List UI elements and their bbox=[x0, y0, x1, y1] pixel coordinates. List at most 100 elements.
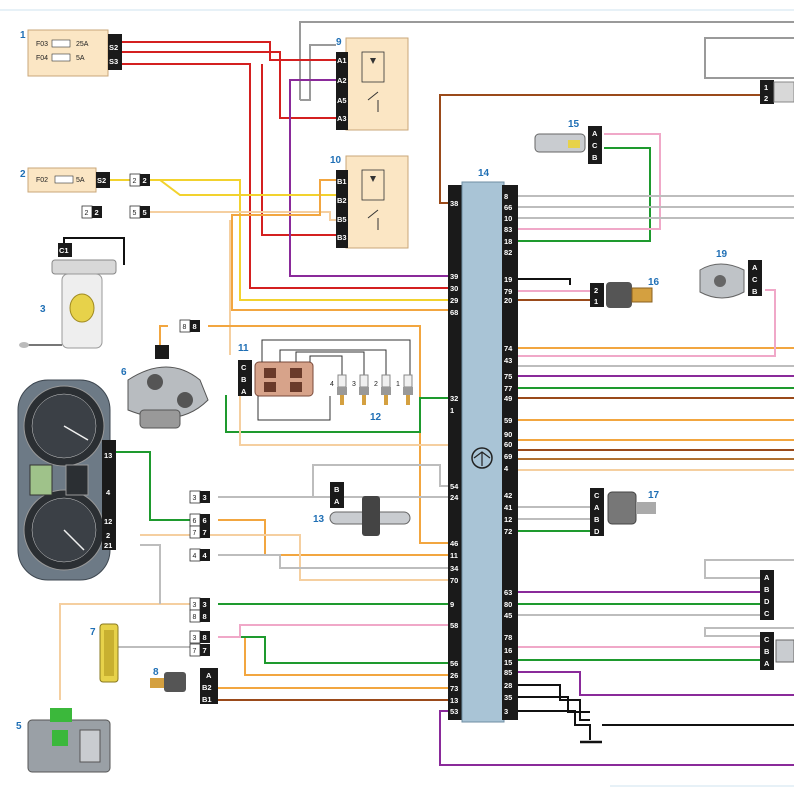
cluster-connector bbox=[102, 440, 116, 550]
component-number-10: 10 bbox=[330, 155, 342, 166]
sensor-16-body bbox=[606, 282, 632, 308]
idle-valve-body bbox=[607, 491, 637, 525]
wire-gray-34 bbox=[218, 554, 448, 569]
component-number-16: 16 bbox=[648, 277, 660, 288]
ecu bbox=[448, 181, 518, 723]
ecu-right-pin: 43 bbox=[504, 356, 512, 365]
inline-connector-right bbox=[140, 174, 150, 186]
ecu-left-pin: 46 bbox=[450, 539, 458, 548]
relay-9-pin-a1: A1 bbox=[337, 56, 347, 65]
fuel-pump-connector bbox=[58, 243, 72, 257]
ecu-right-pin: 45 bbox=[504, 611, 512, 620]
spark-plug-insulator bbox=[359, 374, 369, 388]
ecu-right-pin: 83 bbox=[504, 225, 512, 234]
wires bbox=[59, 21, 794, 766]
inline-connector-label-a: 2 bbox=[133, 178, 137, 185]
ecu-right-pin: 80 bbox=[504, 600, 512, 609]
inline-connector-label-b: 4 bbox=[203, 551, 208, 560]
wire-red-2 bbox=[122, 51, 336, 119]
wire-black-19 bbox=[502, 278, 571, 285]
spark-plug-hex bbox=[403, 387, 413, 395]
spark-plug-hex bbox=[381, 387, 391, 395]
inline-connector-label-a: 3 bbox=[193, 635, 197, 642]
wire-purple-bottom bbox=[439, 710, 794, 766]
idle-valve-connector bbox=[590, 488, 604, 536]
relay-9: A1 A2 A5 A3 bbox=[336, 37, 409, 131]
relay-9-coil bbox=[361, 51, 385, 83]
wire-orange-26 bbox=[218, 636, 448, 676]
fuse-box-1-pin-s3: S3 bbox=[109, 57, 118, 66]
relay-10-switch-icon bbox=[367, 209, 379, 230]
component-number-19: 19 bbox=[716, 249, 728, 260]
wire-gray-relay bbox=[300, 44, 336, 101]
ecu-right-pin: 42 bbox=[504, 491, 512, 500]
coil-pin-c: C bbox=[241, 363, 247, 372]
ecu-left-pin: 56 bbox=[450, 659, 458, 668]
inline-connector-label-a: 2 bbox=[85, 210, 89, 217]
component-number-13: 13 bbox=[313, 514, 325, 525]
sensor-15: A C B bbox=[534, 126, 602, 164]
ecu-right-pin: 10 bbox=[504, 214, 512, 223]
wire-orange-5 bbox=[159, 325, 168, 345]
inline-connector-label-b: 8 bbox=[203, 633, 207, 642]
right-connector-mid bbox=[760, 570, 774, 620]
ecu-right-pin: 18 bbox=[504, 237, 512, 246]
ecu-right-pin: 60 bbox=[504, 440, 512, 449]
coil-pin-b: B bbox=[241, 375, 247, 384]
ecu-left-pin: 53 bbox=[450, 707, 458, 716]
ecu-left-pin: 26 bbox=[450, 671, 458, 680]
ecu-left-pin: 58 bbox=[450, 621, 458, 630]
sensor-16-pin-1: 1 bbox=[594, 297, 598, 306]
cluster-pin-4: 4 bbox=[106, 488, 111, 497]
component-number-9: 9 bbox=[336, 37, 342, 48]
sensor-8-pin-a: A bbox=[206, 671, 212, 680]
wire-black-28 bbox=[502, 684, 590, 721]
sensor-19-pin-c: C bbox=[752, 275, 758, 284]
fuse-box-1-connector bbox=[108, 34, 122, 70]
spark-plug-thread bbox=[406, 395, 410, 405]
ecu-right-pin: 72 bbox=[504, 527, 512, 536]
cluster-pin-2: 2 bbox=[106, 531, 110, 540]
wire-gray-54 bbox=[312, 464, 448, 497]
ecu-right-connector bbox=[502, 185, 518, 720]
wire-beige-ecu-block bbox=[59, 603, 190, 700]
module-5-panel bbox=[79, 729, 101, 763]
ecu-left-pin: 70 bbox=[450, 576, 458, 585]
wire-orange-11 bbox=[218, 519, 448, 556]
inline-connector-label-b: 5 bbox=[143, 208, 147, 217]
throttle-connector bbox=[155, 345, 169, 359]
right-connector-mid-pin-d: D bbox=[764, 597, 770, 606]
spark-plug-insulator bbox=[381, 374, 391, 388]
fuse-f04-icon bbox=[51, 53, 71, 62]
sensor-7-inner bbox=[104, 630, 114, 676]
sensor-15-pin-c: C bbox=[592, 141, 598, 150]
sensor-15-connector bbox=[588, 126, 602, 164]
relay-10-connector bbox=[336, 170, 348, 248]
fuse-box-1-pin-s2: S2 bbox=[109, 43, 118, 52]
relay-10-body bbox=[345, 155, 409, 249]
right-device-top bbox=[773, 81, 794, 103]
relay-9-pin-a5: A5 bbox=[337, 96, 347, 105]
ht-lead-3 bbox=[295, 351, 365, 375]
spark-plug-thread bbox=[362, 395, 366, 405]
wire-red-4 bbox=[261, 64, 336, 236]
ecu-symbol-icon bbox=[471, 447, 493, 469]
spark-plug-hex bbox=[337, 387, 347, 395]
cluster-pin-13: 13 bbox=[104, 451, 112, 460]
ecu-right-pin: 82 bbox=[504, 248, 512, 257]
right-connector-low-pin-b: B bbox=[764, 647, 770, 656]
relay-10-pin-b1: B1 bbox=[337, 177, 347, 186]
right-connector-low-pin-c: C bbox=[764, 635, 770, 644]
component-number-3: 3 bbox=[40, 304, 46, 315]
wire-orange-46 bbox=[208, 325, 448, 544]
component-number-7: 7 bbox=[90, 627, 96, 638]
inline-connector-label-a: 4 bbox=[193, 553, 197, 560]
idle-valve-pin-c: C bbox=[594, 491, 600, 500]
inline-connector-right bbox=[200, 598, 210, 610]
fuel-pump-module: C1 bbox=[19, 243, 117, 349]
cluster-pin-21: 21 bbox=[104, 541, 112, 550]
ecu-right-pin: 75 bbox=[504, 372, 512, 381]
module-5-led bbox=[52, 730, 68, 746]
spark-plug-number: 1 bbox=[396, 381, 400, 388]
ht-lead-4 bbox=[309, 355, 343, 375]
